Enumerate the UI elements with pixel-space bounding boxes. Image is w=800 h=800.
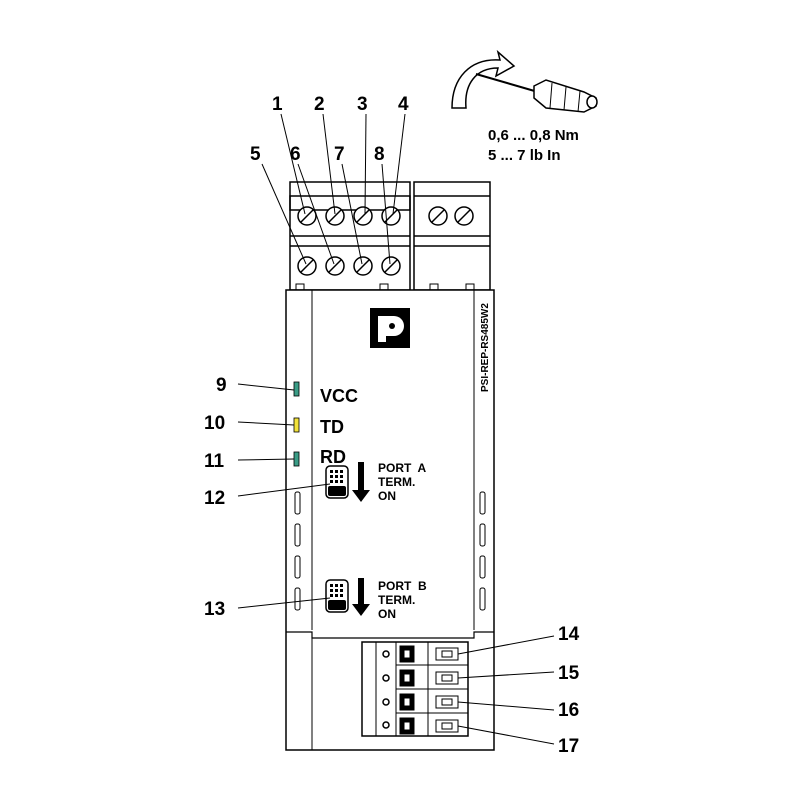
callout-leaders	[237, 113, 555, 745]
screwdriver-illustration	[451, 49, 598, 113]
callout-11: 11	[204, 451, 225, 472]
model-label: PSI-REP-RS485W2	[480, 303, 491, 392]
led-label-td: TD	[320, 417, 344, 437]
callout-15: 15	[558, 663, 580, 684]
callout-16: 16	[558, 700, 579, 721]
arrow-down-icon	[352, 462, 370, 502]
led-td	[293, 417, 300, 433]
port-b-label-2: TERM.	[378, 593, 415, 607]
terminal-16[interactable]	[399, 693, 415, 711]
callout-4: 4	[398, 94, 409, 115]
port-a-label-3: ON	[378, 489, 396, 503]
led-label-rd: RD	[320, 447, 346, 467]
terminal-15[interactable]	[399, 669, 415, 687]
callout-14: 14	[558, 624, 580, 645]
torque-line-1: 0,6 ... 0,8 Nm	[488, 127, 579, 144]
callout-7: 7	[334, 144, 345, 165]
led-indicators	[293, 381, 300, 467]
callout-10: 10	[204, 413, 225, 434]
callout-9: 9	[216, 375, 227, 396]
callout-8: 8	[374, 144, 385, 165]
terminal-14[interactable]	[399, 645, 415, 663]
port-b-label-3: ON	[378, 607, 396, 621]
callout-12: 12	[204, 488, 225, 509]
led-rd	[293, 451, 300, 467]
callout-17: 17	[558, 736, 579, 757]
phoenix-contact-logo	[370, 308, 410, 348]
callout-3: 3	[357, 94, 368, 115]
led-label-vcc: VCC	[320, 386, 358, 406]
callout-6: 6	[290, 144, 301, 165]
port-b-label-1: PORT B	[378, 579, 427, 593]
dip-switch-port-a[interactable]	[325, 465, 349, 499]
callout-13: 13	[204, 599, 225, 620]
side-vents	[294, 491, 486, 611]
connector-terminals	[399, 645, 415, 735]
port-a-label-2: TERM.	[378, 475, 415, 489]
screw-terminals-lower	[297, 256, 401, 276]
terminal-17[interactable]	[399, 717, 415, 735]
callout-numbers: 1 2 3 4 5 6 7 8 9 10 11 12 13 14 15 16 1…	[204, 94, 580, 757]
torque-line-2: 5 ... 7 lb In	[488, 147, 561, 164]
callout-2: 2	[314, 94, 325, 115]
led-vcc	[293, 381, 300, 397]
arrow-down-icon	[352, 578, 370, 616]
screwdriver-shaft	[475, 73, 539, 93]
dip-switch-port-b[interactable]	[325, 579, 349, 613]
port-a-label-1: PORT A	[378, 461, 427, 475]
callout-5: 5	[250, 144, 261, 165]
rotation-arrow-icon	[451, 49, 516, 109]
callout-1: 1	[272, 94, 283, 115]
